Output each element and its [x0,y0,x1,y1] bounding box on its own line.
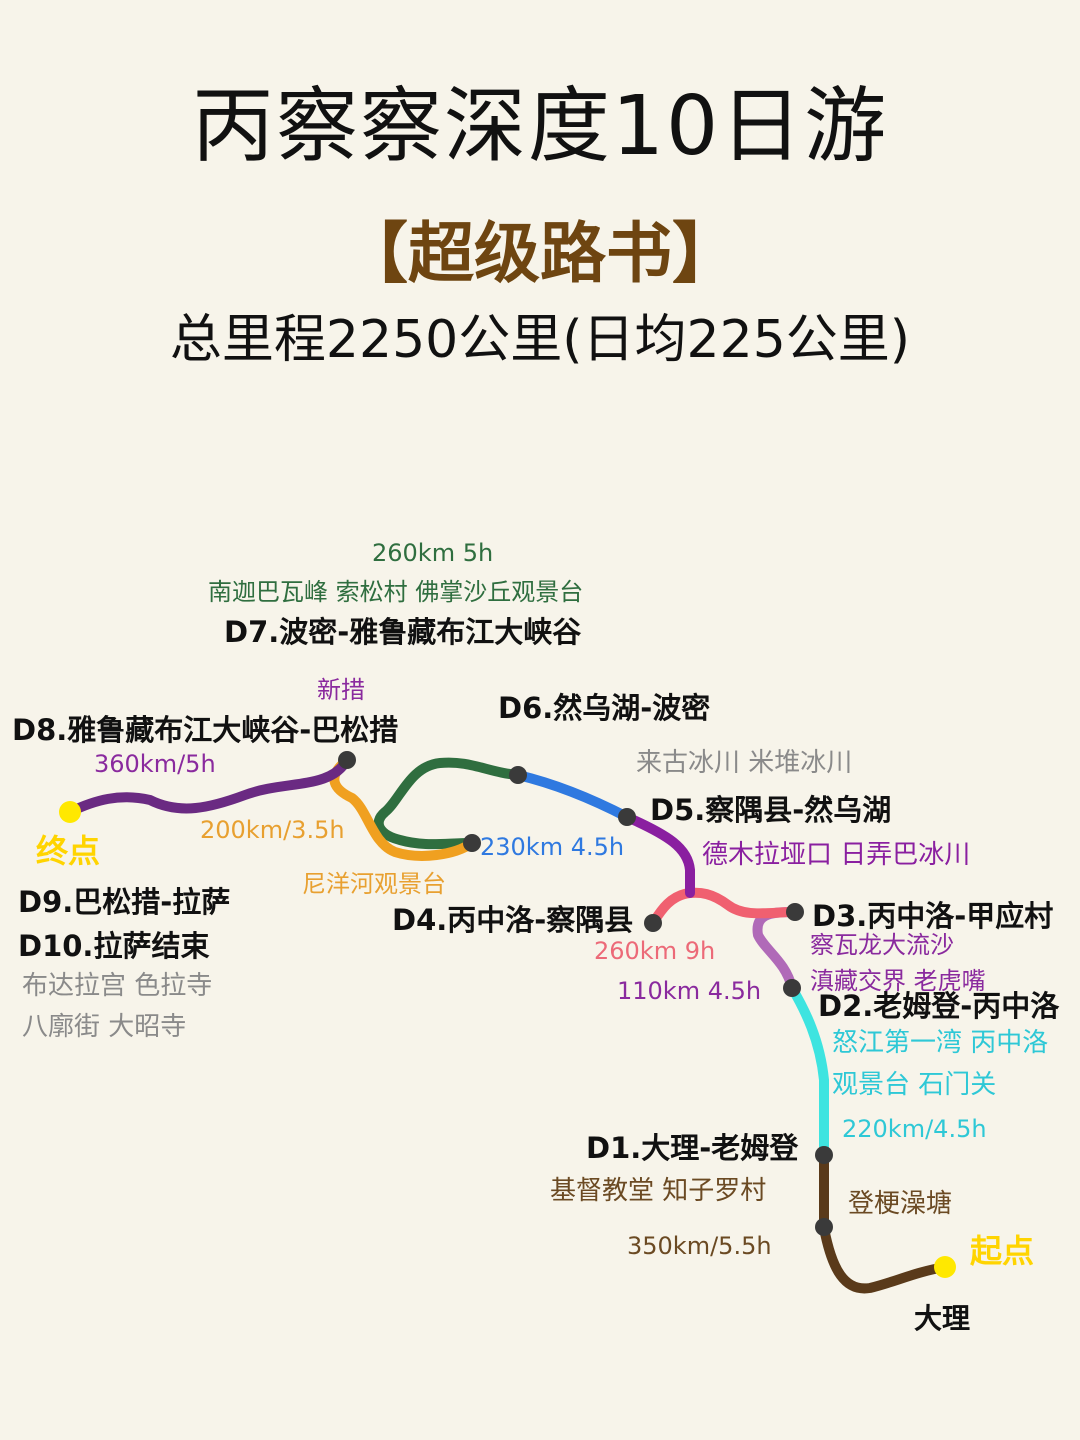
route-d6 [513,770,632,822]
start-city-label: 大理 [914,1302,971,1335]
total-distance: 总里程2250公里(日均225公里) [169,310,911,370]
route-d9 [65,755,352,817]
d4-title: D4.丙中洛-察隅县 [392,903,634,937]
d6-sights: 来古冰川 米堆冰川 [636,748,853,778]
d2-title: D2.老姆登-丙中洛 [818,989,1060,1023]
d7-sights: 南迦巴瓦峰 索松村 佛掌沙丘观景台 [208,578,584,606]
d10-title: D10.拉萨结束 [18,929,210,963]
route-d3 [752,907,800,993]
d3-distance: 110km 4.5h [617,977,762,1005]
route-d7 [373,757,523,850]
d9-distance: 360km/5h [94,750,216,778]
route-d2 [787,983,829,1160]
d4-distance: 260km 9h [594,937,716,965]
start-point-marker [934,1256,956,1278]
route-d5 [622,812,695,898]
d1-via: 登梗澡塘 [848,1189,953,1219]
d3-sights-line2: 滇藏交界 老虎嘴 [810,967,986,995]
station-basongcuo [338,751,356,769]
d3-sights-line1: 察瓦龙大流沙 [810,931,954,959]
d9-title: D9.巴松措-拉萨 [18,885,231,919]
d1-sights: 基督教堂 知子罗村 [550,1176,767,1206]
route-d8 [329,755,477,861]
route-d1 [819,1150,950,1294]
d7-title: D7.波密-雅鲁藏布江大峡谷 [224,615,582,649]
d8-distance: 200km/3.5h [200,816,345,844]
d8-via: 新措 [317,676,365,704]
station-ranwu [618,808,636,826]
route-d4 [648,887,800,928]
d2-distance: 220km/4.5h [842,1115,987,1143]
d10-sights-line1: 布达拉宫 色拉寺 [22,971,213,1001]
station-bingzhongluo [783,979,801,997]
d8-sights: 尼洋河观景台 [302,870,446,898]
station-chayu [644,914,662,932]
d2-sights-line2: 观景台 石门关 [832,1070,997,1100]
station-jiaying [786,903,804,921]
d2-sights-line1: 怒江第一湾 丙中洛 [832,1028,1049,1058]
d7-distance: 260km 5h [372,539,494,567]
d10-sights-line2: 八廓街 大昭寺 [22,1012,187,1042]
station-gorge [463,834,481,852]
station-laomudeng [815,1146,833,1164]
d5-title: D5.察隅县-然乌湖 [650,793,892,827]
station-bomi [509,766,527,784]
d6-title: D6.然乌湖-波密 [498,691,711,725]
page-title: 丙察察深度10日游 [191,79,889,174]
start-label: 起点 [970,1232,1035,1270]
page-subtitle: 【超级路书】 [342,215,738,292]
d5-sights: 德木拉垭口 日弄巴冰川 [702,840,971,870]
d3-title: D3.丙中洛-甲应村 [812,899,1054,933]
end-point-marker [59,801,81,823]
d1-title: D1.大理-老姆登 [586,1131,799,1165]
d1-distance: 350km/5.5h [627,1232,772,1260]
station-denggeng [815,1218,833,1236]
end-label: 终点 [36,832,101,870]
d8-title: D8.雅鲁藏布江大峡谷-巴松措 [12,713,399,747]
d5-distance: 230km 4.5h [480,833,625,861]
